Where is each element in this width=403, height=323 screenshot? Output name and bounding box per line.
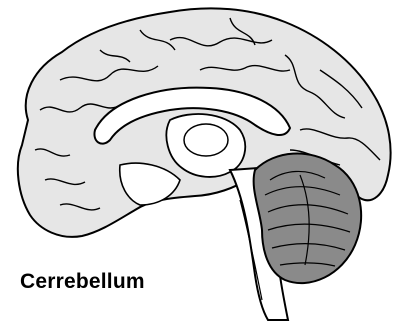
thalamus-inner [184, 124, 228, 156]
cerebellum-label: Cerrebellum [20, 270, 145, 294]
cerebellum [254, 154, 362, 284]
